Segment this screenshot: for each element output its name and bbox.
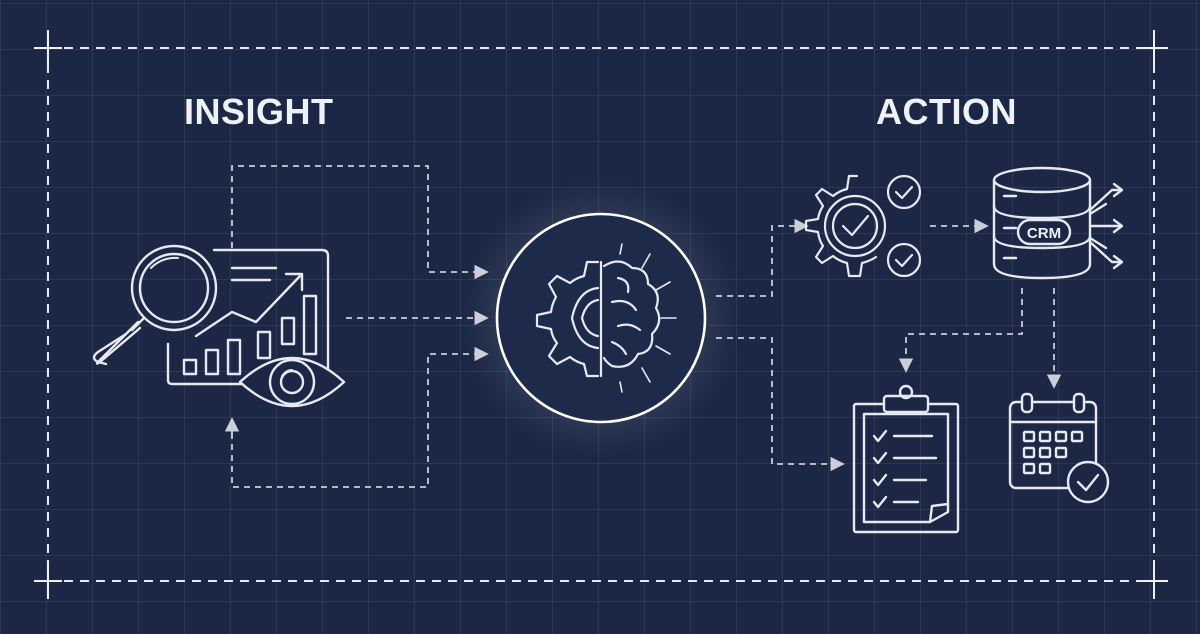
gear-brain-icon <box>535 243 677 393</box>
connector-lines <box>224 165 1062 488</box>
insight-title: INSIGHT <box>184 91 334 132</box>
gear-check-icon <box>804 174 922 278</box>
magnifier-icon <box>92 244 218 366</box>
connector-top-to-core <box>231 165 489 280</box>
outer-frame <box>47 47 1155 582</box>
action-title: ACTION <box>876 91 1017 132</box>
crm-label: CRM <box>1027 225 1061 242</box>
corner-crosshairs <box>34 30 1168 599</box>
crm-database-icon <box>992 166 1124 280</box>
eye-icon <box>238 356 346 408</box>
connector-crm-to-clipboard <box>898 288 1023 373</box>
connector-core-to-gear <box>716 218 809 297</box>
connector-core-to-clipboard <box>716 337 845 472</box>
calendar-check-icon <box>1008 392 1110 504</box>
clipboard-checklist-icon <box>852 384 960 534</box>
